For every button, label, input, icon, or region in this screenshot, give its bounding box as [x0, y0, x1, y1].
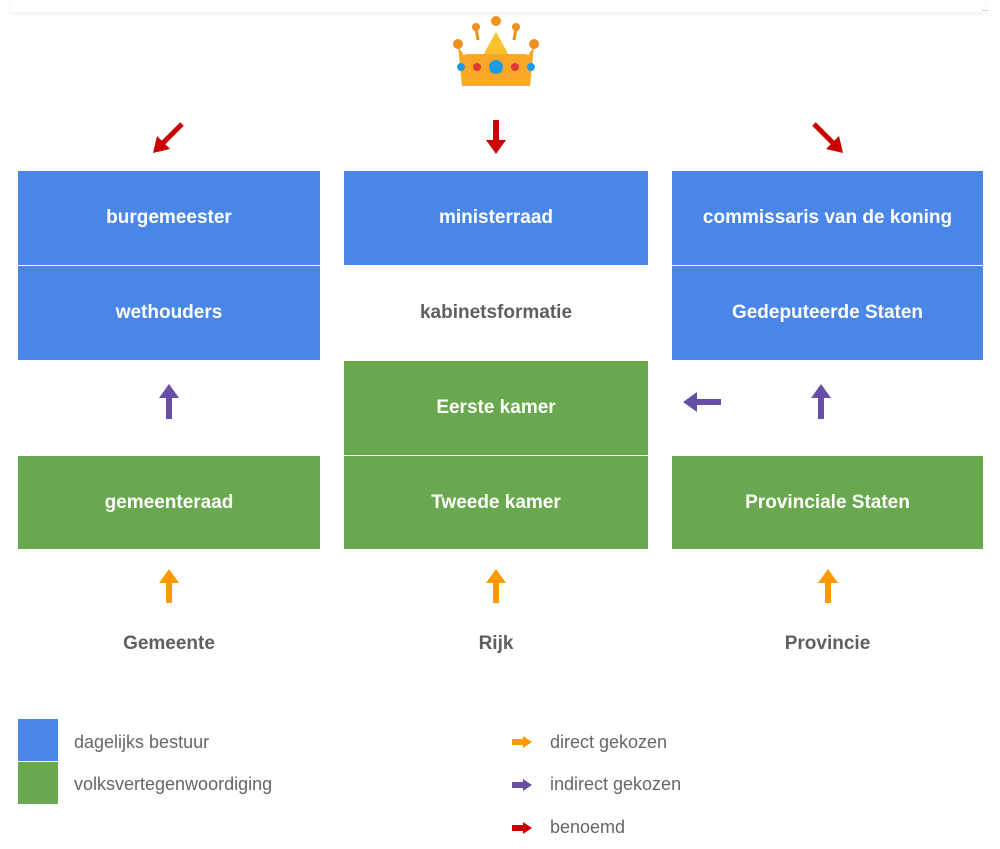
appointed-arrow-provincie: [812, 122, 843, 153]
legend-label-direct: direct gekozen: [550, 732, 668, 752]
indirect-arrow-eerste-kamer: [683, 392, 721, 412]
legend-label-volksvertegenwoordiging: volksvertegenwoordiging: [74, 774, 273, 794]
top-bar-mark: [982, 10, 988, 11]
box-commissaris: commissaris van de koning: [672, 171, 983, 265]
legend-label-benoemd: benoemd: [550, 817, 626, 837]
legend-arrow-direct-icon: [512, 736, 532, 748]
box-wethouders: wethouders: [18, 266, 320, 360]
crown-icon: [453, 16, 539, 86]
legend-arrow-benoemd-icon: [512, 822, 532, 834]
box-tweede-kamer: Tweede kamer: [344, 456, 648, 549]
direct-arrow-provincie: [818, 569, 838, 603]
legend-arrow-indirect-icon: [512, 779, 532, 791]
label-provincie: Provincie: [784, 633, 871, 654]
box-eerste-kamer: Eerste kamer: [344, 361, 648, 455]
appointed-arrow-gemeente: [153, 122, 184, 153]
top-bar: [10, 0, 985, 12]
label-rijk: Rijk: [478, 633, 514, 654]
appointed-arrow-rijk: [486, 120, 506, 154]
box-burgemeester: burgemeester: [18, 171, 320, 265]
direct-arrow-rijk: [486, 569, 506, 603]
box-provinciale-staten: Provinciale Staten: [672, 456, 983, 549]
legend-label-indirect: indirect gekozen: [550, 774, 682, 794]
indirect-arrow-gemeente: [159, 384, 179, 419]
legend-swatch-bestuur: [18, 719, 58, 761]
box-gedeputeerde-staten: Gedeputeerde Staten: [672, 266, 983, 360]
box-gemeenteraad: gemeenteraad: [18, 456, 320, 549]
indirect-arrow-provincie: [811, 384, 831, 419]
label-gemeente: Gemeente: [123, 633, 215, 654]
legend-label-bestuur: dagelijks bestuur: [74, 732, 210, 752]
label-kabinetsformatie: kabinetsformatie: [419, 302, 573, 323]
box-ministerraad: ministerraad: [344, 171, 648, 265]
direct-arrow-gemeente: [159, 569, 179, 603]
legend-swatch-volksvertegenwoordiging: [18, 762, 58, 804]
